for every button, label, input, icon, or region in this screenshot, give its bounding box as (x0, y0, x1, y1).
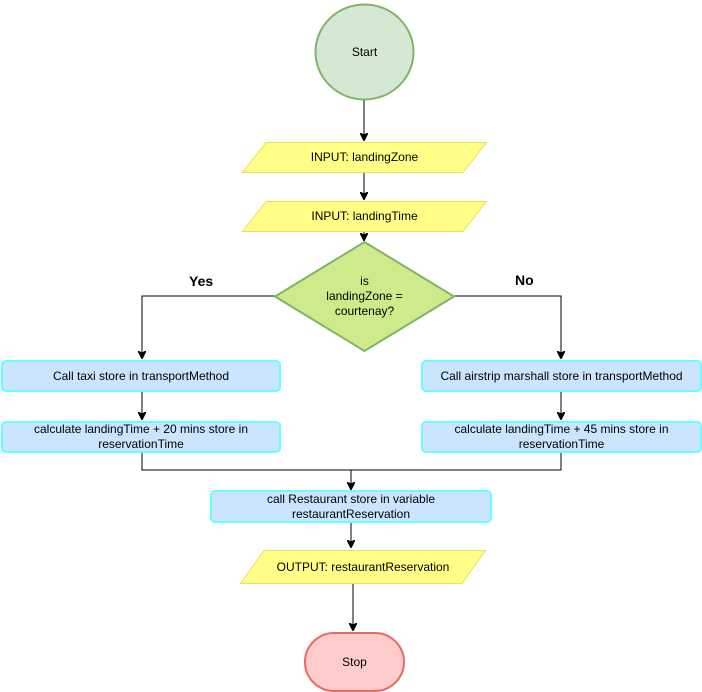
input-landing-time-shape (241, 201, 488, 232)
output-node[interactable]: OUTPUT: restaurantReservation (239, 550, 487, 584)
calc-20-label: calculate landingTime + 20 mins store in… (34, 422, 248, 451)
start-node-shape (314, 3, 415, 101)
no-label: No (515, 272, 534, 288)
input-landing-time-node[interactable]: INPUT: landingTime (241, 201, 488, 232)
decision-label: is landingZone = courtenay? (326, 274, 403, 318)
calc-45-label: calculate landingTime + 45 mins store in… (454, 422, 669, 451)
edge-decision-yes (142, 295, 275, 358)
call-restaurant-shape (210, 490, 492, 523)
calc-20-shape (1, 421, 281, 453)
call-taxi-label: Call taxi store in transportMethod (52, 368, 230, 383)
input-landing-zone-shape (241, 142, 488, 173)
call-airstrip-node[interactable]: Call airstrip marshall store in transpor… (421, 360, 702, 392)
decision-shape (273, 240, 456, 353)
stop-label: Stop (342, 654, 367, 669)
input-landing-zone-node[interactable]: INPUT: landingZone (241, 142, 488, 173)
start-node[interactable]: Start (314, 3, 415, 101)
yes-label: Yes (189, 273, 214, 289)
output-label: OUTPUT: restaurantReservation (276, 559, 450, 574)
input-landing-zone-label: INPUT: landingZone (310, 150, 419, 164)
decision-node[interactable]: is landingZone = courtenay? (273, 240, 456, 353)
edge-calc45-to-merge (351, 452, 562, 471)
input-landing-time-label: INPUT: landingTime (311, 209, 418, 223)
calc-45-shape (421, 421, 702, 453)
calc-20-node[interactable]: calculate landingTime + 20 mins store in… (1, 421, 281, 453)
calc-45-node[interactable]: calculate landingTime + 45 mins store in… (421, 421, 702, 453)
output-shape (239, 550, 487, 584)
call-taxi-node[interactable]: Call taxi store in transportMethod (1, 360, 281, 392)
call-airstrip-shape (421, 360, 702, 392)
edge-calc20-to-merge (141, 452, 351, 471)
stop-node[interactable]: Stop (304, 632, 405, 692)
edge-decision-no (454, 295, 561, 358)
call-restaurant-node[interactable]: call Restaurant store in variable restau… (210, 490, 492, 523)
call-restaurant-label: call Restaurant store in variable restau… (266, 491, 436, 521)
call-airstrip-label: Call airstrip marshall store in transpor… (440, 368, 683, 383)
call-taxi-shape (1, 360, 281, 392)
start-node-label: Start (351, 44, 378, 59)
stop-shape (304, 632, 405, 692)
